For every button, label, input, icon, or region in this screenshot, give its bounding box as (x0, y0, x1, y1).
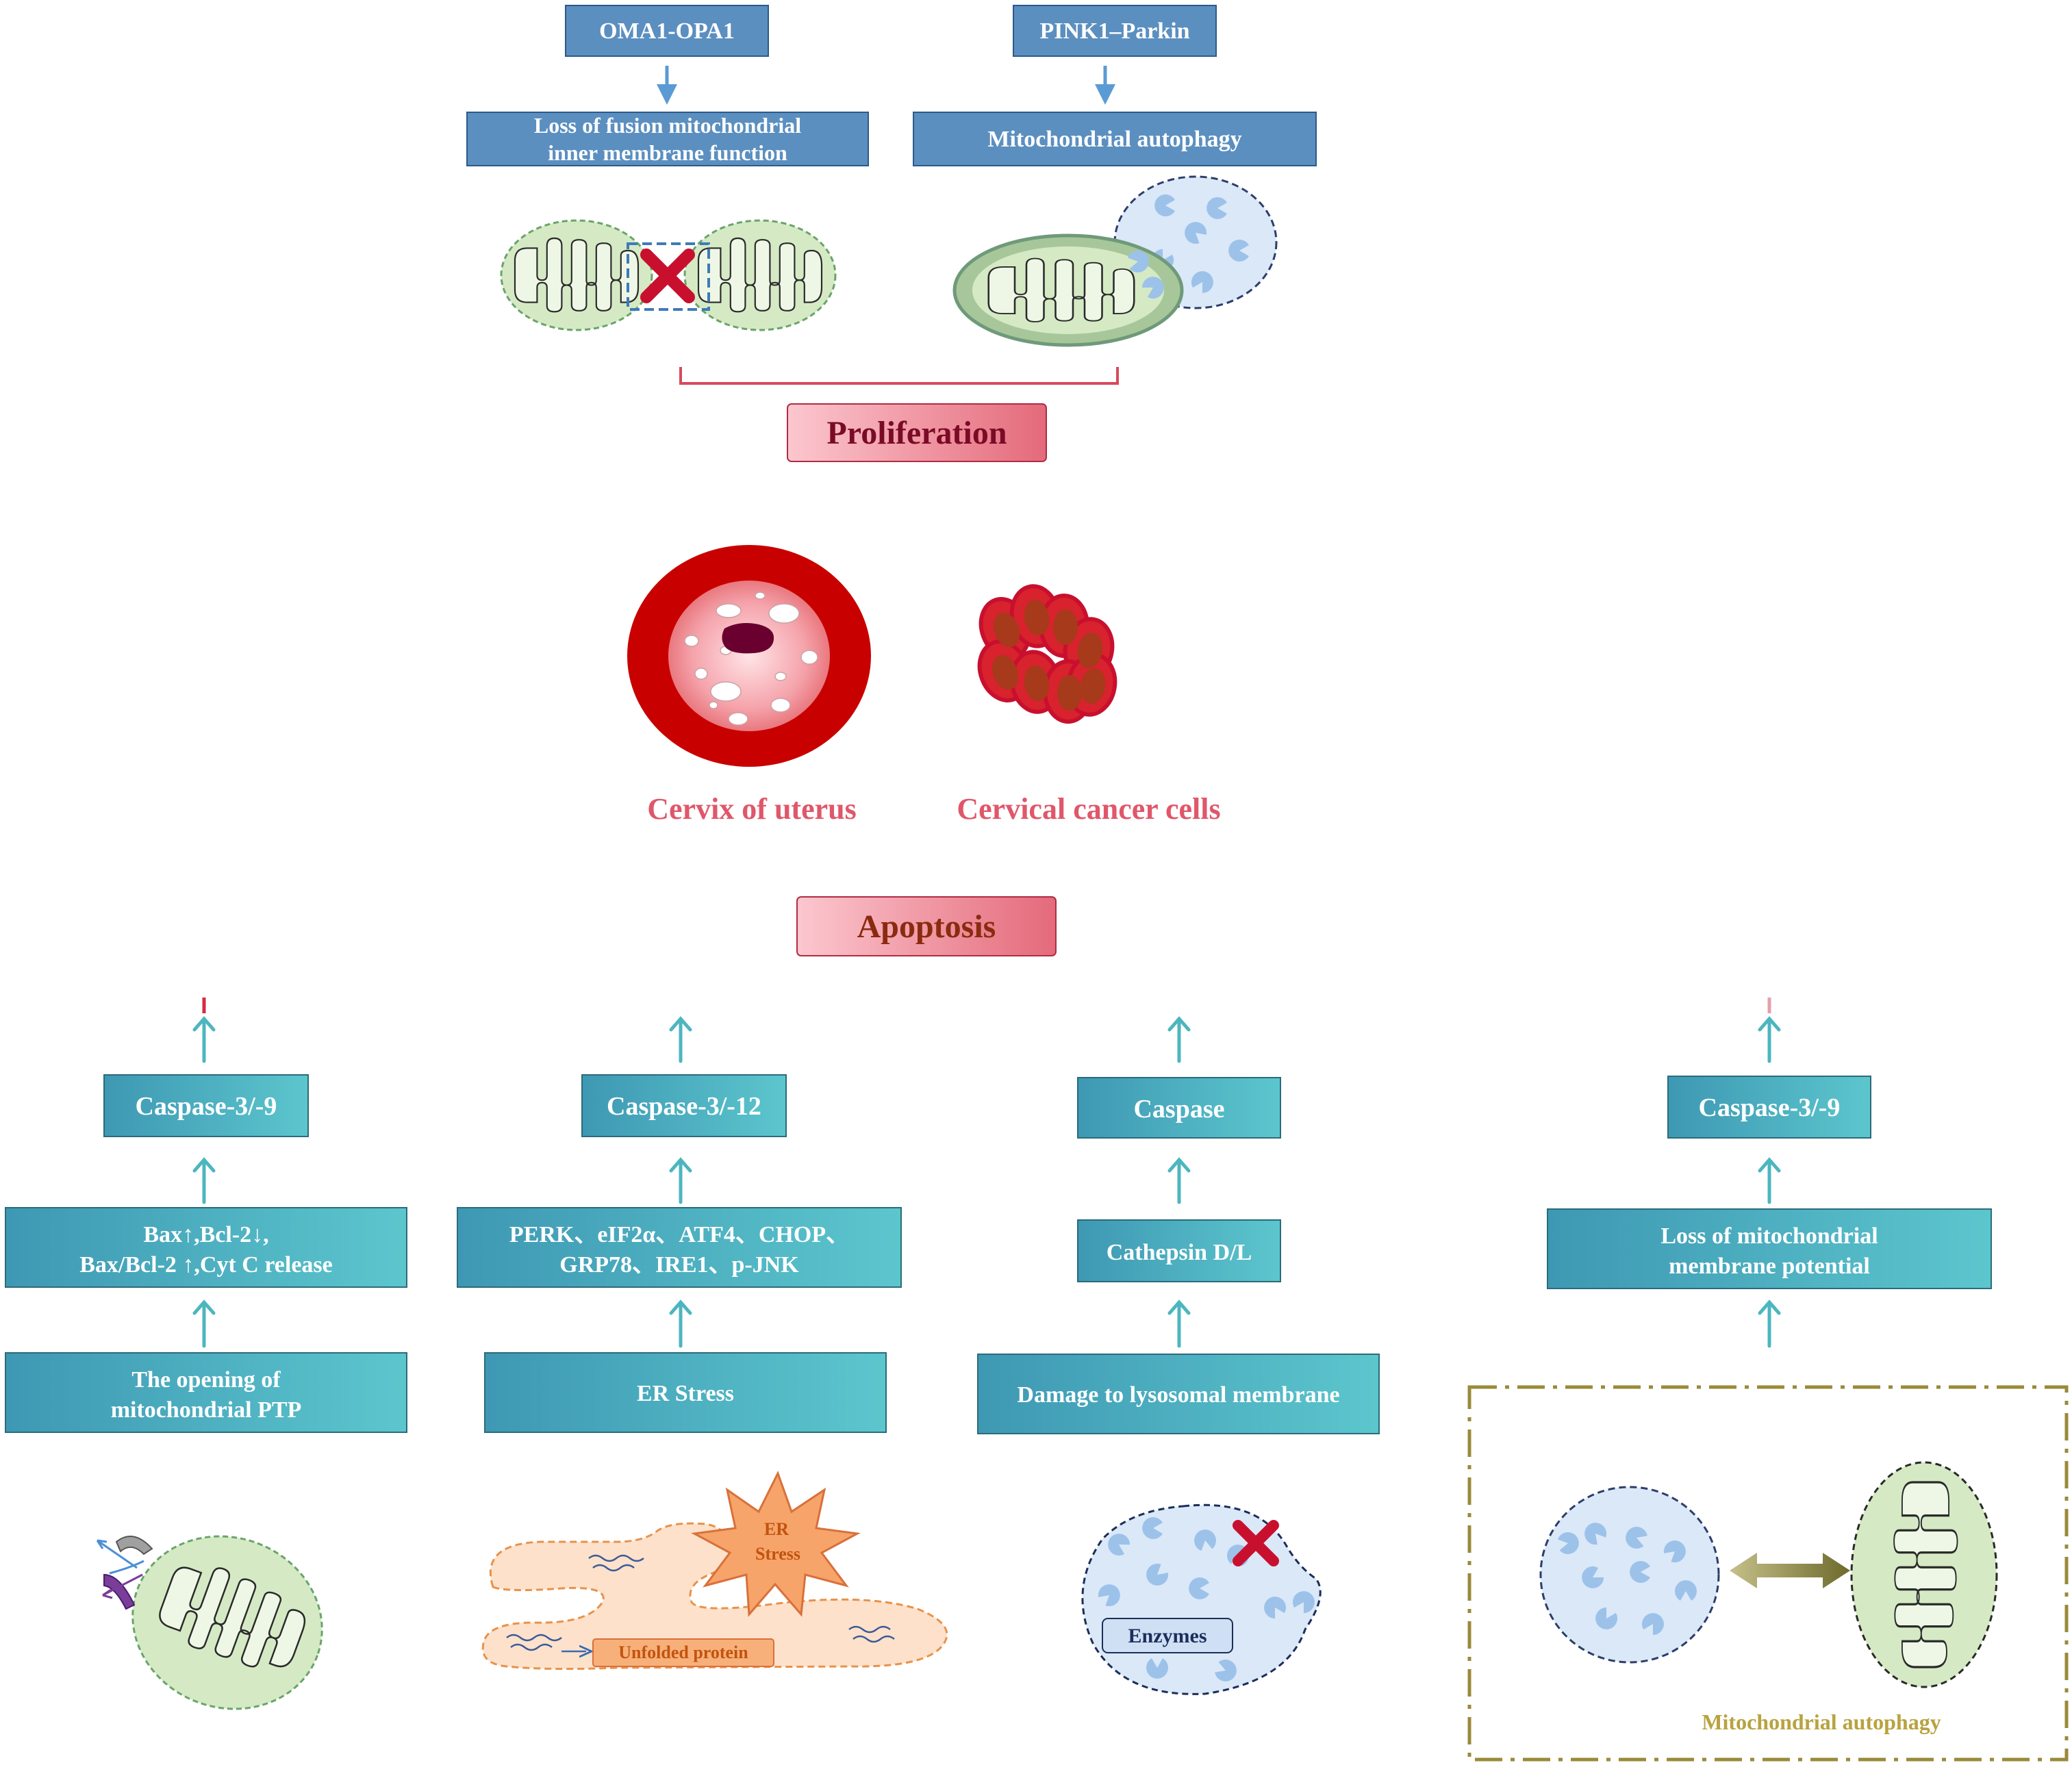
svg-text:Bax↑,Bcl-2↓,: Bax↑,Bcl-2↓, (143, 1222, 268, 1247)
er-stress-illustration: ER Stress Unfolded protein (481, 1471, 948, 1671)
cancer-cells-label: Cervical cancer cells (957, 792, 1220, 826)
col2-trigger-box: ER Stress (484, 1352, 887, 1433)
er-stress-burst-icon: ER Stress (691, 1471, 861, 1617)
lysosome-illustration: Enzymes (1081, 1503, 1322, 1695)
autophagy-illustration-top (952, 175, 1278, 347)
proliferation-label: Proliferation (787, 403, 1047, 462)
cervix-label: Cervix of uterus (647, 792, 857, 826)
col3-caspase-box: Caspase (1077, 1077, 1281, 1139)
proliferation-bracket (679, 367, 1119, 385)
oma1-opa1-box: OMA1-OPA1 (565, 5, 769, 57)
fusion-mitochondria-illustration (500, 219, 837, 331)
svg-text:Enzymes: Enzymes (1128, 1625, 1207, 1647)
mito-autophagy-box-top: Mitochondrial autophagy (913, 112, 1317, 166)
svg-text:Loss of fusion mitochondrial: Loss of fusion mitochondrial (534, 113, 801, 138)
autophagy-panel-label: Mitochondrial autophagy (1702, 1710, 1941, 1734)
svg-text:Unfolded protein: Unfolded protein (618, 1642, 748, 1662)
svg-text:PERK、eIF2α、ATF4、CHOP、: PERK、eIF2α、ATF4、CHOP、 (509, 1222, 849, 1247)
svg-text:Caspase: Caspase (1133, 1095, 1224, 1123)
svg-text:Bax/Bcl-2 ↑,Cyt C release: Bax/Bcl-2 ↑,Cyt C release (79, 1252, 333, 1278)
svg-text:Loss of mitochondrial: Loss of mitochondrial (1660, 1223, 1878, 1249)
enzymes-tag: Enzymes (1102, 1618, 1233, 1653)
cervix-illustration (627, 545, 871, 767)
unfolded-protein-tag: Unfolded protein (592, 1638, 774, 1667)
col1-caspase-box: Caspase-3/-9 (103, 1074, 309, 1137)
teal-arrows (192, 1016, 1781, 1348)
ptp-mitochondrion-illustration (96, 1535, 323, 1710)
svg-text:ER: ER (764, 1519, 789, 1539)
svg-text:Caspase-3/-12: Caspase-3/-12 (607, 1092, 761, 1121)
pink1-parkin-box: PINK1–Parkin (1013, 5, 1217, 57)
svg-text:ER Stress: ER Stress (637, 1381, 734, 1406)
svg-text:Apoptosis: Apoptosis (857, 909, 996, 945)
col2-caspase-box: Caspase-3/-12 (581, 1074, 787, 1137)
svg-text:Caspase-3/-9: Caspase-3/-9 (136, 1092, 277, 1121)
svg-text:inner membrane function: inner membrane function (548, 140, 787, 165)
svg-text:Damage to lysosomal membrane: Damage to lysosomal membrane (1017, 1382, 1339, 1408)
fusion-loss-box: Loss of fusion mitochondrial inner membr… (466, 112, 869, 166)
col3-trigger-box: Damage to lysosomal membrane (977, 1354, 1380, 1434)
svg-text:Cathepsin D/L: Cathepsin D/L (1107, 1240, 1252, 1265)
svg-text:Proliferation: Proliferation (826, 415, 1007, 451)
svg-text:mitochondrial PTP: mitochondrial PTP (111, 1397, 302, 1423)
col4-caspase-box: Caspase-3/-9 (1667, 1076, 1871, 1139)
lysosome-damage-x-icon (1233, 1520, 1279, 1566)
svg-text:membrane potential: membrane potential (1669, 1254, 1870, 1279)
apoptosis-connector (202, 997, 1771, 1013)
col1-trigger-box: The opening of mitochondrial PTP (5, 1352, 407, 1433)
bidirectional-arrow-icon (1730, 1553, 1850, 1588)
svg-text:Stress: Stress (755, 1544, 800, 1564)
col3-mid-box: Cathepsin D/L (1077, 1219, 1281, 1282)
svg-text:The opening of: The opening of (131, 1367, 281, 1393)
svg-text:OMA1-OPA1: OMA1-OPA1 (599, 18, 735, 44)
svg-text:GRP78、IRE1、p-JNK: GRP78、IRE1、p-JNK (559, 1252, 799, 1278)
svg-text:Caspase-3/-9: Caspase-3/-9 (1699, 1093, 1841, 1122)
col1-mid-box: Bax↑,Bcl-2↓, Bax/Bcl-2 ↑,Cyt C release (5, 1207, 407, 1288)
svg-text:PINK1–Parkin: PINK1–Parkin (1039, 18, 1189, 44)
autophagy-dashed-panel: Mitochondrial autophagy (1467, 1385, 2069, 1762)
block-x-icon (640, 249, 695, 303)
col2-mid-box: PERK、eIF2α、ATF4、CHOP、 GRP78、IRE1、p-JNK (457, 1207, 902, 1288)
svg-text:Mitochondrial autophagy: Mitochondrial autophagy (987, 127, 1241, 152)
cancer-cells-illustration (977, 584, 1117, 724)
apoptosis-label: Apoptosis (796, 896, 1057, 956)
col4-mid-box: Loss of mitochondrial membrane potential (1547, 1208, 1992, 1289)
